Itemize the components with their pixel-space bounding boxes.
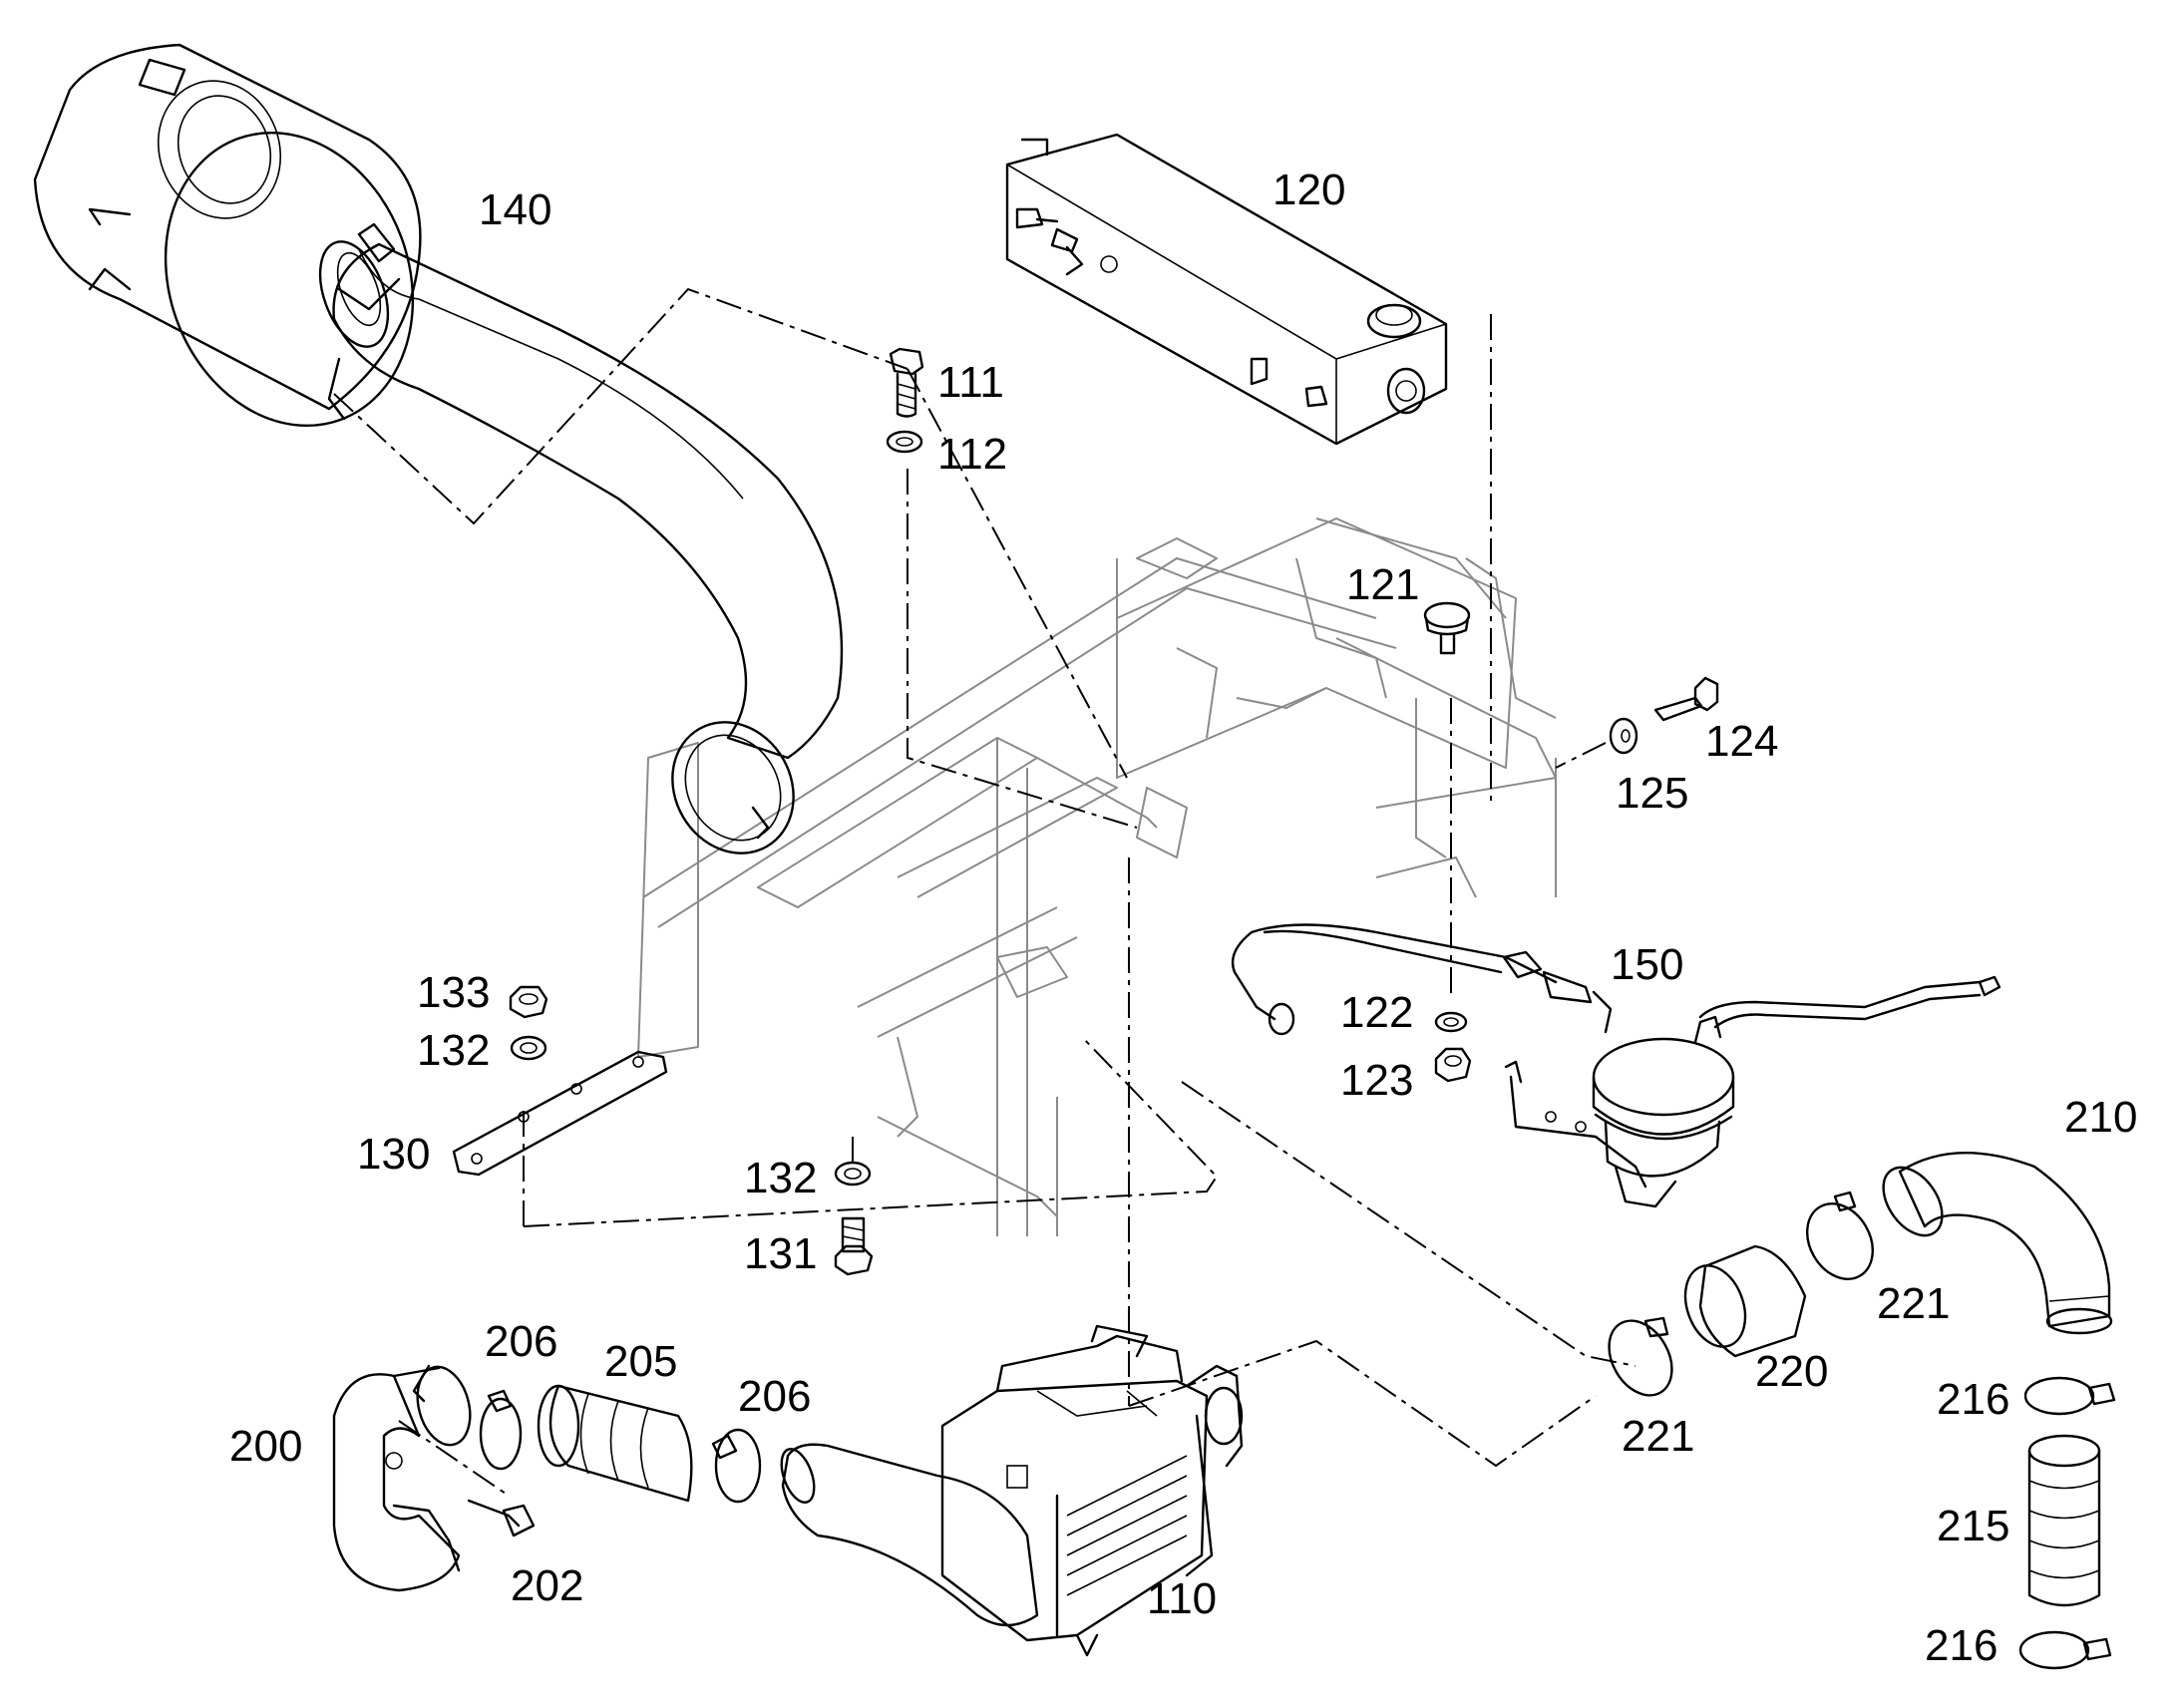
callout-111: 111 (937, 358, 1004, 407)
intercooler-110 (780, 1324, 1244, 1657)
callout-112: 112 (937, 430, 1007, 479)
callout-210: 210 (2064, 1093, 2137, 1142)
callout-216-bottom: 216 (1925, 1621, 1998, 1670)
clamp-206-left (479, 1389, 523, 1471)
callout-123: 123 (1340, 1056, 1413, 1105)
washer-132-bottom (834, 1161, 872, 1187)
callout-206-left: 206 (485, 1317, 557, 1366)
vehicle-frame (637, 517, 1557, 1236)
nut-133 (509, 985, 548, 1019)
callout-140: 140 (479, 185, 551, 234)
callout-215: 215 (1937, 1502, 2009, 1550)
callout-221-top: 221 (1877, 1279, 1950, 1328)
hose-205 (537, 1384, 693, 1503)
clamp-206-right (711, 1428, 762, 1504)
callout-206-right: 206 (738, 1372, 811, 1421)
callout-132-bottom: 132 (744, 1154, 817, 1202)
bolt-131 (834, 1216, 874, 1276)
callout-122: 122 (1340, 988, 1413, 1037)
cap-121 (1423, 601, 1471, 655)
expansion-tank (1005, 133, 1448, 446)
nut-123 (1434, 1047, 1472, 1083)
callout-124: 124 (1705, 717, 1778, 766)
bolt-124 (1653, 676, 1719, 722)
callout-216-top: 216 (1937, 1375, 2009, 1424)
air-filter-assembly (33, 43, 844, 854)
clamp-216-top (2023, 1376, 2116, 1416)
callout-labels: 140 120 111 112 121 124 125 150 122 123 … (229, 166, 2137, 1670)
washer-132-top (510, 1035, 547, 1061)
callout-110: 110 (1147, 1574, 1217, 1623)
callout-200: 200 (229, 1422, 302, 1471)
actuator-150 (1231, 923, 2001, 1208)
sensor-202 (467, 1499, 536, 1537)
washer-112 (886, 430, 923, 454)
callout-150: 150 (1611, 940, 1683, 989)
plate-130 (452, 1050, 668, 1177)
callout-131: 131 (744, 1229, 817, 1278)
bolt-111 (889, 347, 924, 418)
elbow-210 (1882, 1151, 2113, 1335)
callout-125: 125 (1616, 769, 1688, 818)
clamp-216-bottom (2018, 1630, 2112, 1670)
callout-221-bottom: 221 (1622, 1412, 1694, 1461)
leader-lines (333, 287, 1636, 1497)
elbow-200 (332, 1364, 472, 1592)
callout-133: 133 (417, 968, 490, 1017)
callout-132-top: 132 (417, 1026, 490, 1075)
callout-130: 130 (357, 1130, 430, 1179)
callout-120: 120 (1272, 166, 1345, 214)
hose-215 (2027, 1434, 2101, 1607)
sleeve-220 (1683, 1244, 1807, 1358)
callout-202: 202 (511, 1561, 583, 1610)
callout-121: 121 (1346, 560, 1419, 609)
washer-125 (1609, 717, 1638, 755)
clamp-221-top (1806, 1191, 1874, 1280)
clamp-221-bottom (1608, 1316, 1673, 1397)
washer-122 (1434, 1011, 1468, 1033)
callout-205: 205 (604, 1337, 677, 1386)
callout-220: 220 (1755, 1347, 1828, 1396)
